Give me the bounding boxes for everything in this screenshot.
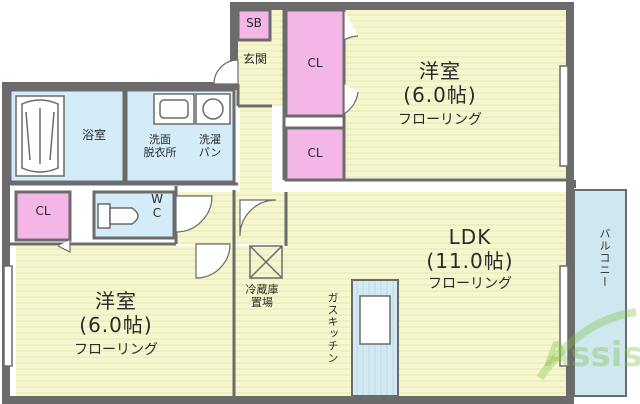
ldk-name: LDK [448,225,492,249]
shoe-box [236,8,272,42]
bathtub [15,95,65,177]
gas-kitchen-label: ガスキッチン [326,292,339,364]
kitchen-floor [234,246,286,396]
corridor-floor [240,108,272,192]
washroom-label: 洗面 脱衣所 [143,133,177,159]
outer-walls [2,2,576,404]
kitchen-counter [351,279,399,397]
closet-left-label: CL [35,204,51,218]
shoe-box-label: SB [246,16,262,30]
bedroom-top-floor [344,10,566,178]
bath-label: 浴室 [81,128,106,142]
balcony-area [573,189,627,397]
fridge-space [249,245,283,279]
balcony-label: バルコニー [598,228,611,288]
bedroom-top-floor-label: フローリング [398,112,482,128]
wash-basin [153,93,195,125]
ldk-floor-label: フローリング [428,276,512,292]
closet-top-upper-label: CL [307,56,323,70]
windows [3,65,569,367]
closet-top-upper [284,8,346,118]
closet-left [14,190,72,242]
bedroom-bottom-floor-label: フローリング [74,342,158,358]
toilet-fixture [97,203,139,229]
ldk-size: (11.0帖) [426,249,514,273]
bedroom-bottom-name: 洋室 [95,289,137,313]
entrance-label: 玄関 [242,52,267,66]
bedroom-top-name: 洋室 [419,59,461,83]
fridge-space-label: 冷蔵庫 置場 [245,283,279,309]
washer-pan-label: 洗濯 パン [198,133,222,159]
door-swings [57,10,359,279]
closet-top-lower-label: CL [307,146,323,160]
washer-pan [195,93,231,125]
ldk-floor [286,192,566,396]
assist-logo-text: Assist [544,335,640,375]
toilet-label: W C [151,192,163,221]
bedroom-bottom-size: (6.0帖) [79,313,153,337]
assist-logo: Assist [510,300,640,404]
assist-logo-graphic: Assist [536,308,640,381]
bedroom-top-size: (6.0帖) [403,83,477,107]
closet-top-lower [284,126,346,182]
